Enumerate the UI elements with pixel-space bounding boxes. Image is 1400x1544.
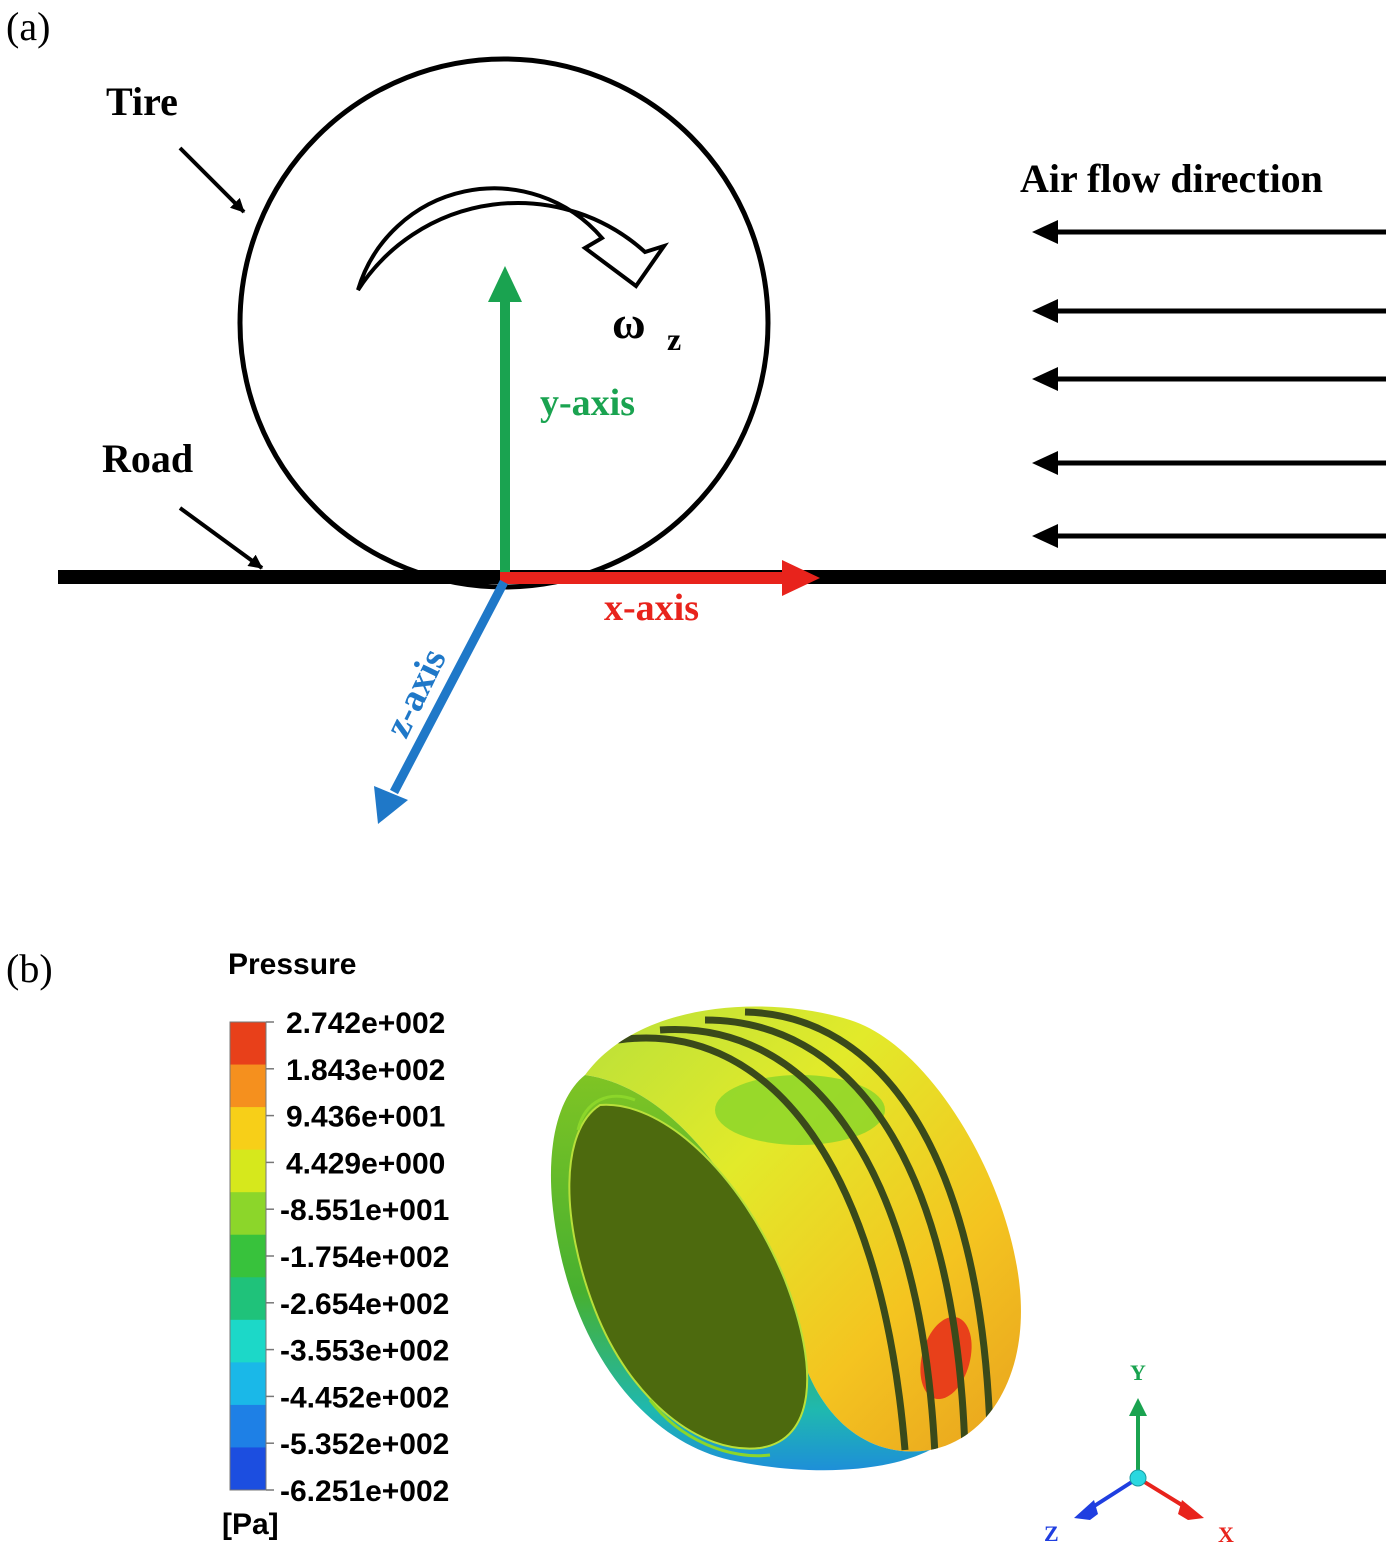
tread-groove-3 [704,1016,969,1451]
legend-unit: [Pa] [222,1508,279,1541]
colorbar-band-3 [230,1107,266,1151]
triad-x-head [1178,1500,1204,1520]
colorbar-band-4 [230,1149,266,1193]
air-flow-arrowhead-5 [1032,524,1058,548]
wheel-face-rim-bottom [648,1399,771,1458]
triad-origin [1129,1469,1147,1487]
colorbar-label-3: 9.436e+001 [286,1101,445,1134]
rotation-arrow-icon [356,186,670,292]
triad-z-line [1086,1476,1140,1512]
colorbar-label-4: 4.429e+000 [286,1147,445,1180]
colorbar-band-2 [230,1064,266,1108]
air-flow-arrowhead-2 [1032,299,1058,323]
panel-b: (b) Pressure 2.742e+002 1.843e+002 9.436e+… [6,946,1234,1544]
colorbar-band-8 [230,1319,266,1363]
colorbar-band-11 [230,1447,266,1491]
x-axis-label: x-axis [604,587,699,629]
triad-z-head [1074,1500,1098,1520]
tire-pressure-contour [550,1006,1021,1471]
tread-groove-1 [617,1034,909,1451]
air-flow-arrowhead-1 [1032,220,1058,244]
triad-y-head [1129,1398,1147,1416]
colorbar-band-9 [230,1362,266,1406]
triad-x-label: X [1218,1522,1234,1544]
pressure-colorbar [229,1021,267,1491]
z-axis-arrow [374,579,508,824]
air-flow-arrows [1032,220,1386,548]
colorbar-label-11: -6.251e+002 [280,1475,449,1508]
y-axis-arrow [488,266,522,572]
orientation-triad: Y X Z [1044,1360,1234,1544]
colorbar-label-5: -8.551e+001 [280,1194,449,1227]
colorbar-band-6 [230,1234,266,1278]
panel-a: (a) ω z Tire Road y-axis x-axis [6,4,1386,824]
colorbar-band-7 [230,1277,266,1321]
rotation-omega-label: ω z [612,297,681,357]
tire-wheel-face [568,1103,809,1450]
colorbar-label-7: -2.654e+002 [280,1288,449,1321]
tire-label: Tire [106,79,178,124]
panel-b-label: (b) [6,946,53,991]
legend-title: Pressure [228,948,356,981]
y-axis-label: y-axis [540,382,635,424]
colorbar-band-10 [230,1404,266,1448]
tread-low-pressure-region [715,1075,885,1145]
colorbar-label-9: -4.452e+002 [280,1381,449,1414]
x-axis-arrow [500,560,820,596]
colorbar-label-1: 2.742e+002 [286,1007,445,1040]
panel-a-label: (a) [6,4,50,49]
triad-z-label: Z [1044,1521,1059,1544]
tread-groove-2 [659,1025,939,1452]
colorbar-label-6: -1.754e+002 [280,1241,449,1274]
omega-subscript: z [667,321,681,357]
air-flow-arrowhead-3 [1032,367,1058,391]
omega-symbol: ω [612,297,646,348]
road-label: Road [102,436,193,481]
pressure-colorbar-labels: 2.742e+002 1.843e+002 9.436e+001 4.429e+000… [266,1007,449,1508]
colorbar-band-1 [230,1022,266,1066]
tread-groove-4 [744,1008,994,1431]
air-flow-arrowhead-4 [1032,451,1058,475]
colorbar-label-10: -5.352e+002 [280,1428,449,1461]
colorbar-label-8: -3.553e+002 [280,1335,449,1368]
colorbar-band-5 [230,1192,266,1236]
triad-y-label: Y [1130,1360,1146,1385]
air-flow-label: Air flow direction [1020,156,1323,201]
wheel-face-rim-top [576,1094,636,1131]
colorbar-label-2: 1.843e+002 [286,1054,445,1087]
road-pointer-arrow [178,506,264,570]
tire-pointer-arrow [178,146,246,214]
